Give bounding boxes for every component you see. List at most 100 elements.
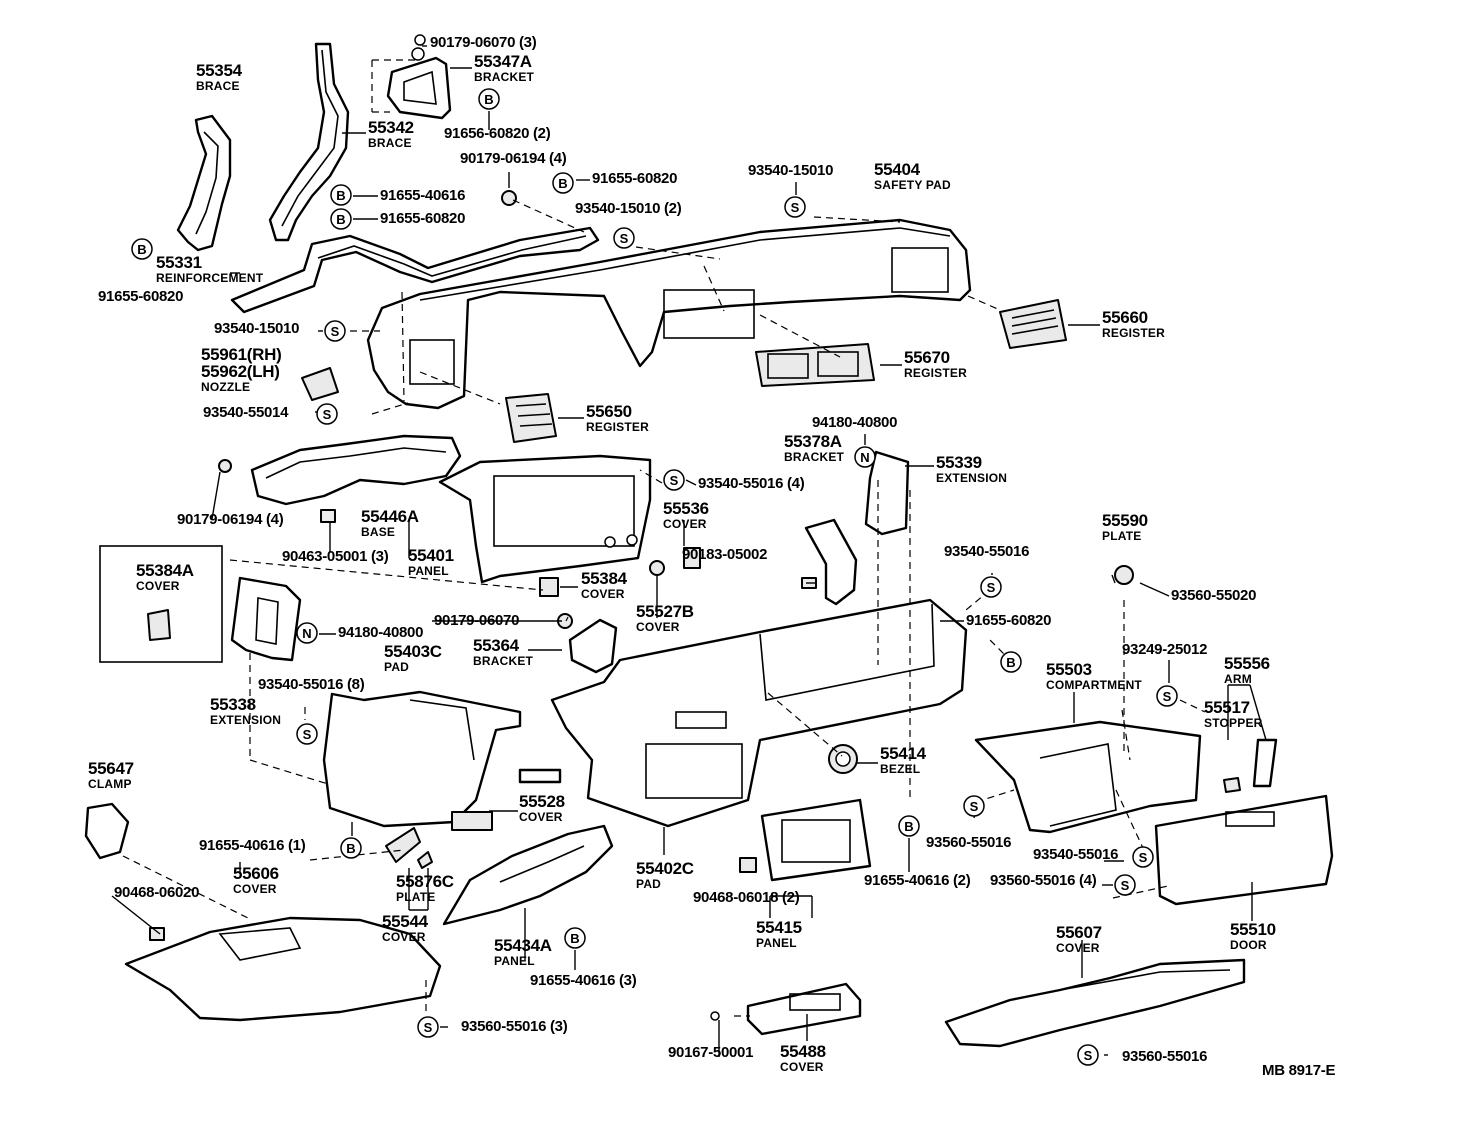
fastener-symbol-b: B xyxy=(564,927,586,949)
symbol-letter: S xyxy=(1121,878,1130,893)
fastener-symbol-b: B xyxy=(898,815,920,837)
part-55503-compartment xyxy=(974,720,1202,834)
fastener-symbol-s: S xyxy=(963,795,985,817)
symbol-letter: B xyxy=(346,841,355,856)
symbol-letter: S xyxy=(323,407,332,422)
part-number: 55517 xyxy=(1204,698,1250,717)
part-number: 55401 xyxy=(408,546,454,565)
symbol-letter: S xyxy=(1139,850,1148,865)
part-label: 90179-06194 (4) xyxy=(460,150,567,167)
part-number: 55378A xyxy=(784,432,842,451)
part-name: PANEL xyxy=(756,936,797,950)
part-name: COMPARTMENT xyxy=(1046,678,1142,692)
part-number: 91655-40616 (3) xyxy=(530,972,637,989)
part-number: 55876C xyxy=(396,872,454,891)
part-number: 91656-60820 (2) xyxy=(444,125,551,142)
part-name: COVER xyxy=(382,930,426,944)
part-number: 90179-06194 (4) xyxy=(460,150,567,167)
part-number: 91655-60820 xyxy=(592,170,677,187)
fastener-symbol-s: S xyxy=(1132,846,1154,868)
part-label: 93540-55014 xyxy=(203,404,289,421)
part-number: 55590 xyxy=(1102,511,1148,530)
part-number: 90179-06194 (4) xyxy=(177,511,284,528)
fastener-symbol-b: B xyxy=(1000,651,1022,673)
part-label: 90179-06194 (4) xyxy=(177,511,284,528)
part-number: 55364 xyxy=(473,636,520,655)
part-number: 55536 xyxy=(663,499,709,518)
part-number: 93540-55016 (4) xyxy=(698,475,805,492)
part-number: 93540-55016 xyxy=(1033,846,1118,863)
part-number: 55446A xyxy=(361,507,419,526)
part-55650-register xyxy=(505,393,557,443)
part-55434A-panel xyxy=(442,824,614,926)
part-number: 93560-55016 (4) xyxy=(990,872,1097,889)
part-name: REINFORCEMENT xyxy=(156,271,264,285)
part-name: COVER xyxy=(636,620,680,634)
leader-line xyxy=(1249,684,1267,741)
part-number: 93540-55016 (8) xyxy=(258,676,365,693)
part-label: 94180-40800 xyxy=(812,414,897,431)
part-55670-register xyxy=(755,343,875,387)
dashed-guide-line xyxy=(1112,885,1169,899)
part-label: 90183-05002 xyxy=(682,546,767,563)
symbol-letter: B xyxy=(904,819,913,834)
fastener-symbol-b: B xyxy=(131,238,153,260)
fastener-symbol-s: S xyxy=(324,320,346,342)
part-name: BASE xyxy=(361,525,395,539)
part-55347A-bracket xyxy=(386,56,452,120)
part-55647-clamp xyxy=(84,802,130,860)
part-label: 93540-15010 xyxy=(214,320,299,337)
part-number: 55404 xyxy=(874,160,921,179)
part-number: 55544 xyxy=(382,912,429,931)
part-name: BRACE xyxy=(368,136,412,150)
part-number: 55510 xyxy=(1230,920,1276,939)
part-number: 94180-40800 xyxy=(812,414,897,431)
part-number: 91655-60820 xyxy=(380,210,465,227)
part-number: 93249-25012 xyxy=(1122,641,1207,658)
part-label: 91655-60820 xyxy=(966,612,1051,629)
fastener-symbol-s: S xyxy=(316,403,338,425)
part-name: COVER xyxy=(233,882,277,896)
symbol-letter: S xyxy=(670,473,679,488)
part-number: 55670 xyxy=(904,348,950,367)
part-55402C-pad xyxy=(550,598,968,828)
part-name: COVER xyxy=(663,517,707,531)
dashed-guide-line xyxy=(1115,789,1144,849)
part-number: 91655-60820 xyxy=(966,612,1051,629)
part-illustrations xyxy=(84,34,1334,1048)
part-label: 90463-05001 (3) xyxy=(282,548,389,565)
part-55331-reinforcement xyxy=(230,226,600,314)
part-label: 93560-55016 (4) xyxy=(990,872,1097,889)
part-label: 91655-60820 xyxy=(380,210,465,227)
part-number: 90468-06018 (2) xyxy=(693,889,800,906)
dashed-guide-line xyxy=(1121,709,1131,761)
part-55378A-bracket xyxy=(804,518,858,606)
part-number: 90179-06070 xyxy=(434,612,519,629)
part-number: 55647 xyxy=(88,759,134,778)
part-number: 93540-15010 (2) xyxy=(575,200,682,217)
part-name: EXTENSION xyxy=(936,471,1007,485)
part-number: 90183-05002 xyxy=(682,546,767,563)
part-number: 90468-06020 xyxy=(114,884,199,901)
symbol-letter: S xyxy=(424,1020,433,1035)
dashed-guide-line xyxy=(309,849,405,861)
dashed-guide-line xyxy=(703,265,725,312)
dashed-guide-line xyxy=(512,199,585,233)
part-number: 55338 xyxy=(210,695,256,714)
part-name: REGISTER xyxy=(904,366,967,380)
part-55354-brace xyxy=(176,114,232,252)
part-number: 91655-40616 (1) xyxy=(199,837,306,854)
part-label: 93560-55016 xyxy=(1122,1048,1207,1065)
part-number: 93540-55014 xyxy=(203,404,289,421)
symbol-letter: S xyxy=(1163,689,1172,704)
symbol-letter: S xyxy=(303,727,312,742)
